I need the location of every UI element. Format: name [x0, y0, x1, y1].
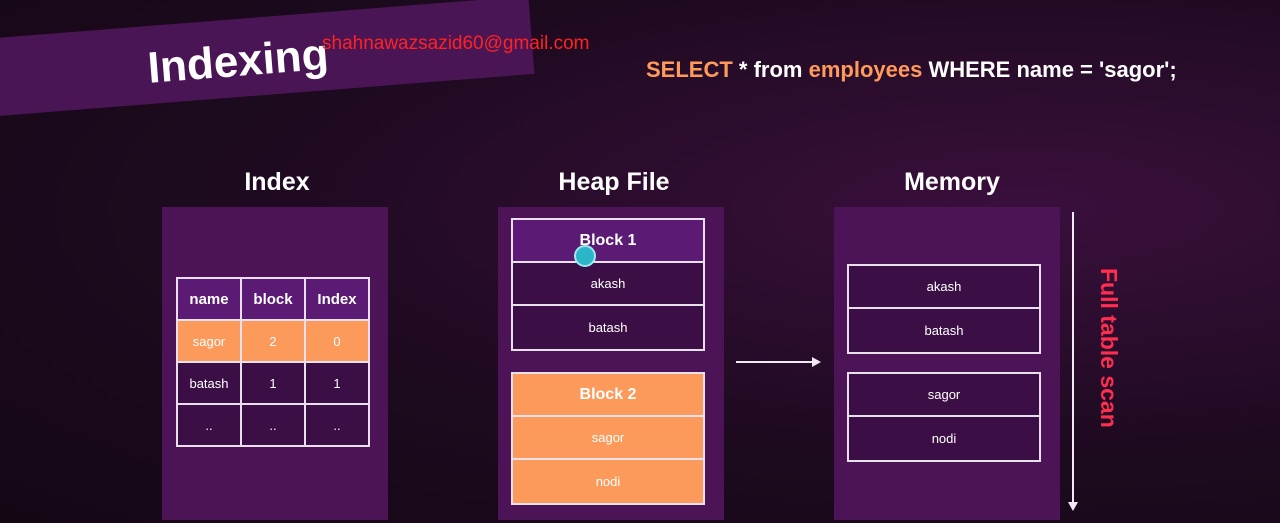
heap-block-2: Block 2 sagor nodi: [511, 372, 705, 505]
index-cell: 1: [240, 361, 306, 405]
memory-row: sagor: [849, 374, 1039, 417]
sql-query: SELECT * from employees WHERE name = 'sa…: [646, 57, 1177, 83]
block-2-title: Block 2: [513, 374, 703, 417]
index-heading: Index: [244, 168, 310, 196]
memory-group-1: akash batash: [847, 264, 1041, 354]
index-cell: ..: [240, 403, 306, 447]
heap-block-1: Block 1 akash batash: [511, 218, 705, 351]
index-cell: ..: [304, 403, 370, 447]
block-1-title: Block 1: [513, 220, 703, 263]
memory-row: akash: [849, 266, 1039, 309]
memory-group-2: sagor nodi: [847, 372, 1041, 462]
sql-where-clause: WHERE name = 'sagor';: [928, 57, 1177, 82]
index-header-name: name: [176, 277, 242, 321]
full-table-scan-label: Full table scan: [1096, 268, 1122, 428]
sql-table-name: employees: [808, 57, 923, 82]
arrow-head-icon: [812, 357, 821, 367]
index-cell: sagor: [176, 319, 242, 363]
index-row: batash 1 1: [176, 361, 370, 405]
sql-star-from: * from: [738, 57, 803, 82]
block-2-row: nodi: [513, 460, 703, 503]
index-header-block: block: [240, 277, 306, 321]
index-row-highlighted: sagor 2 0: [176, 319, 370, 363]
block-1-row: akash: [513, 263, 703, 306]
index-row: .. .. ..: [176, 403, 370, 447]
memory-row: batash: [849, 309, 1039, 352]
index-cell: 2: [240, 319, 306, 363]
scan-arrow: [1072, 212, 1074, 504]
index-header-index: Index: [304, 277, 370, 321]
memory-panel: [834, 207, 1060, 520]
transfer-arrow: [736, 361, 816, 363]
block-2-row: sagor: [513, 417, 703, 460]
index-table: name block Index sagor 2 0 batash 1 1 ..…: [176, 277, 370, 447]
memory-heading: Memory: [904, 168, 1000, 196]
email-watermark: shahnawazsazid60@gmail.com: [322, 33, 590, 54]
index-cell: 1: [304, 361, 370, 405]
block-1-row: batash: [513, 306, 703, 349]
sql-select-keyword: SELECT: [646, 57, 733, 82]
index-cell: 0: [304, 319, 370, 363]
memory-row: nodi: [849, 417, 1039, 460]
cursor-pointer-icon: [574, 245, 596, 267]
down-arrow-icon: [1068, 502, 1078, 511]
heap-file-heading: Heap File: [558, 168, 670, 196]
index-cell: ..: [176, 403, 242, 447]
index-cell: batash: [176, 361, 242, 405]
